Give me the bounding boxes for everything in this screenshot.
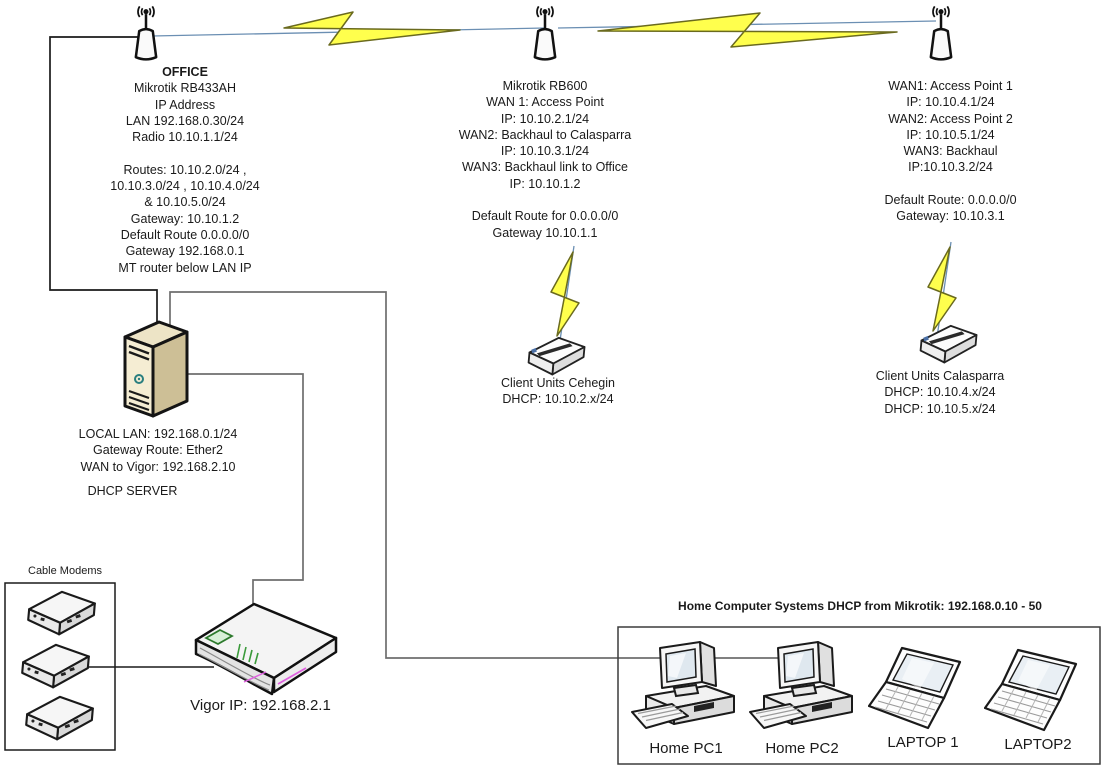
cable-modem-icon: [14, 641, 98, 697]
wire-antenna-to-server: [49, 36, 158, 332]
desktop-pc-icon: [748, 636, 860, 740]
wire-server-to-home-pcs: [169, 291, 792, 659]
radio-client-unit-icon: [916, 322, 982, 370]
laptop-icon: [868, 646, 972, 738]
vigor-ip-label: Vigor IP: 192.168.2.1: [190, 697, 331, 714]
wireless-link-bolt-icon: [550, 251, 580, 337]
cable-modem-icon: [20, 588, 104, 644]
vigor-router-icon: [186, 598, 346, 698]
cable-modems-box: [4, 582, 116, 751]
calasparra-ap-label: WAN1: Access Point 1 IP: 10.10.4.1/24 WA…: [884, 79, 1017, 224]
wireless-antenna-icon: [917, 2, 965, 64]
cable-modem-icon: [18, 693, 102, 749]
cable-modems-label: Cable Modems: [28, 565, 102, 577]
home-pc1-label: Home PC1: [649, 740, 723, 757]
wireless-link-bolt-icon: [597, 12, 898, 48]
server-tower-icon: [110, 316, 200, 426]
dhcp-server-caption: DHCP SERVER: [87, 484, 178, 498]
laptop1-label: LAPTOP 1: [887, 734, 959, 751]
rb600-router-label: Mikrotik RB600 WAN 1: Access Point IP: 1…: [458, 79, 632, 240]
desktop-pc-icon: [630, 636, 742, 740]
client-cehegin-label: Client Units Cehegin DHCP: 10.10.2.x/24: [501, 376, 615, 407]
laptop-icon: [984, 648, 1088, 740]
laptop2-label: LAPTOP2: [1004, 736, 1072, 753]
wireless-link-bolt-icon: [283, 11, 461, 46]
wireless-link-bolt-icon: [927, 246, 957, 332]
office-router-label: OFFICE Mikrotik RB433AH IP Address LAN 1…: [55, 64, 315, 276]
home-network-box: [617, 626, 1101, 765]
server-lan-label: LOCAL LAN: 192.168.0.1/24 Gateway Route:…: [78, 427, 238, 474]
wireless-antenna-icon: [521, 2, 569, 64]
client-calasparra-label: Client Units Calasparra DHCP: 10.10.4.x/…: [875, 369, 1005, 416]
home-pc2-label: Home PC2: [765, 740, 839, 757]
office-title: OFFICE: [162, 65, 208, 79]
wireless-antenna-icon: [122, 2, 170, 64]
home-network-title: Home Computer Systems DHCP from Mikrotik…: [678, 599, 1042, 613]
